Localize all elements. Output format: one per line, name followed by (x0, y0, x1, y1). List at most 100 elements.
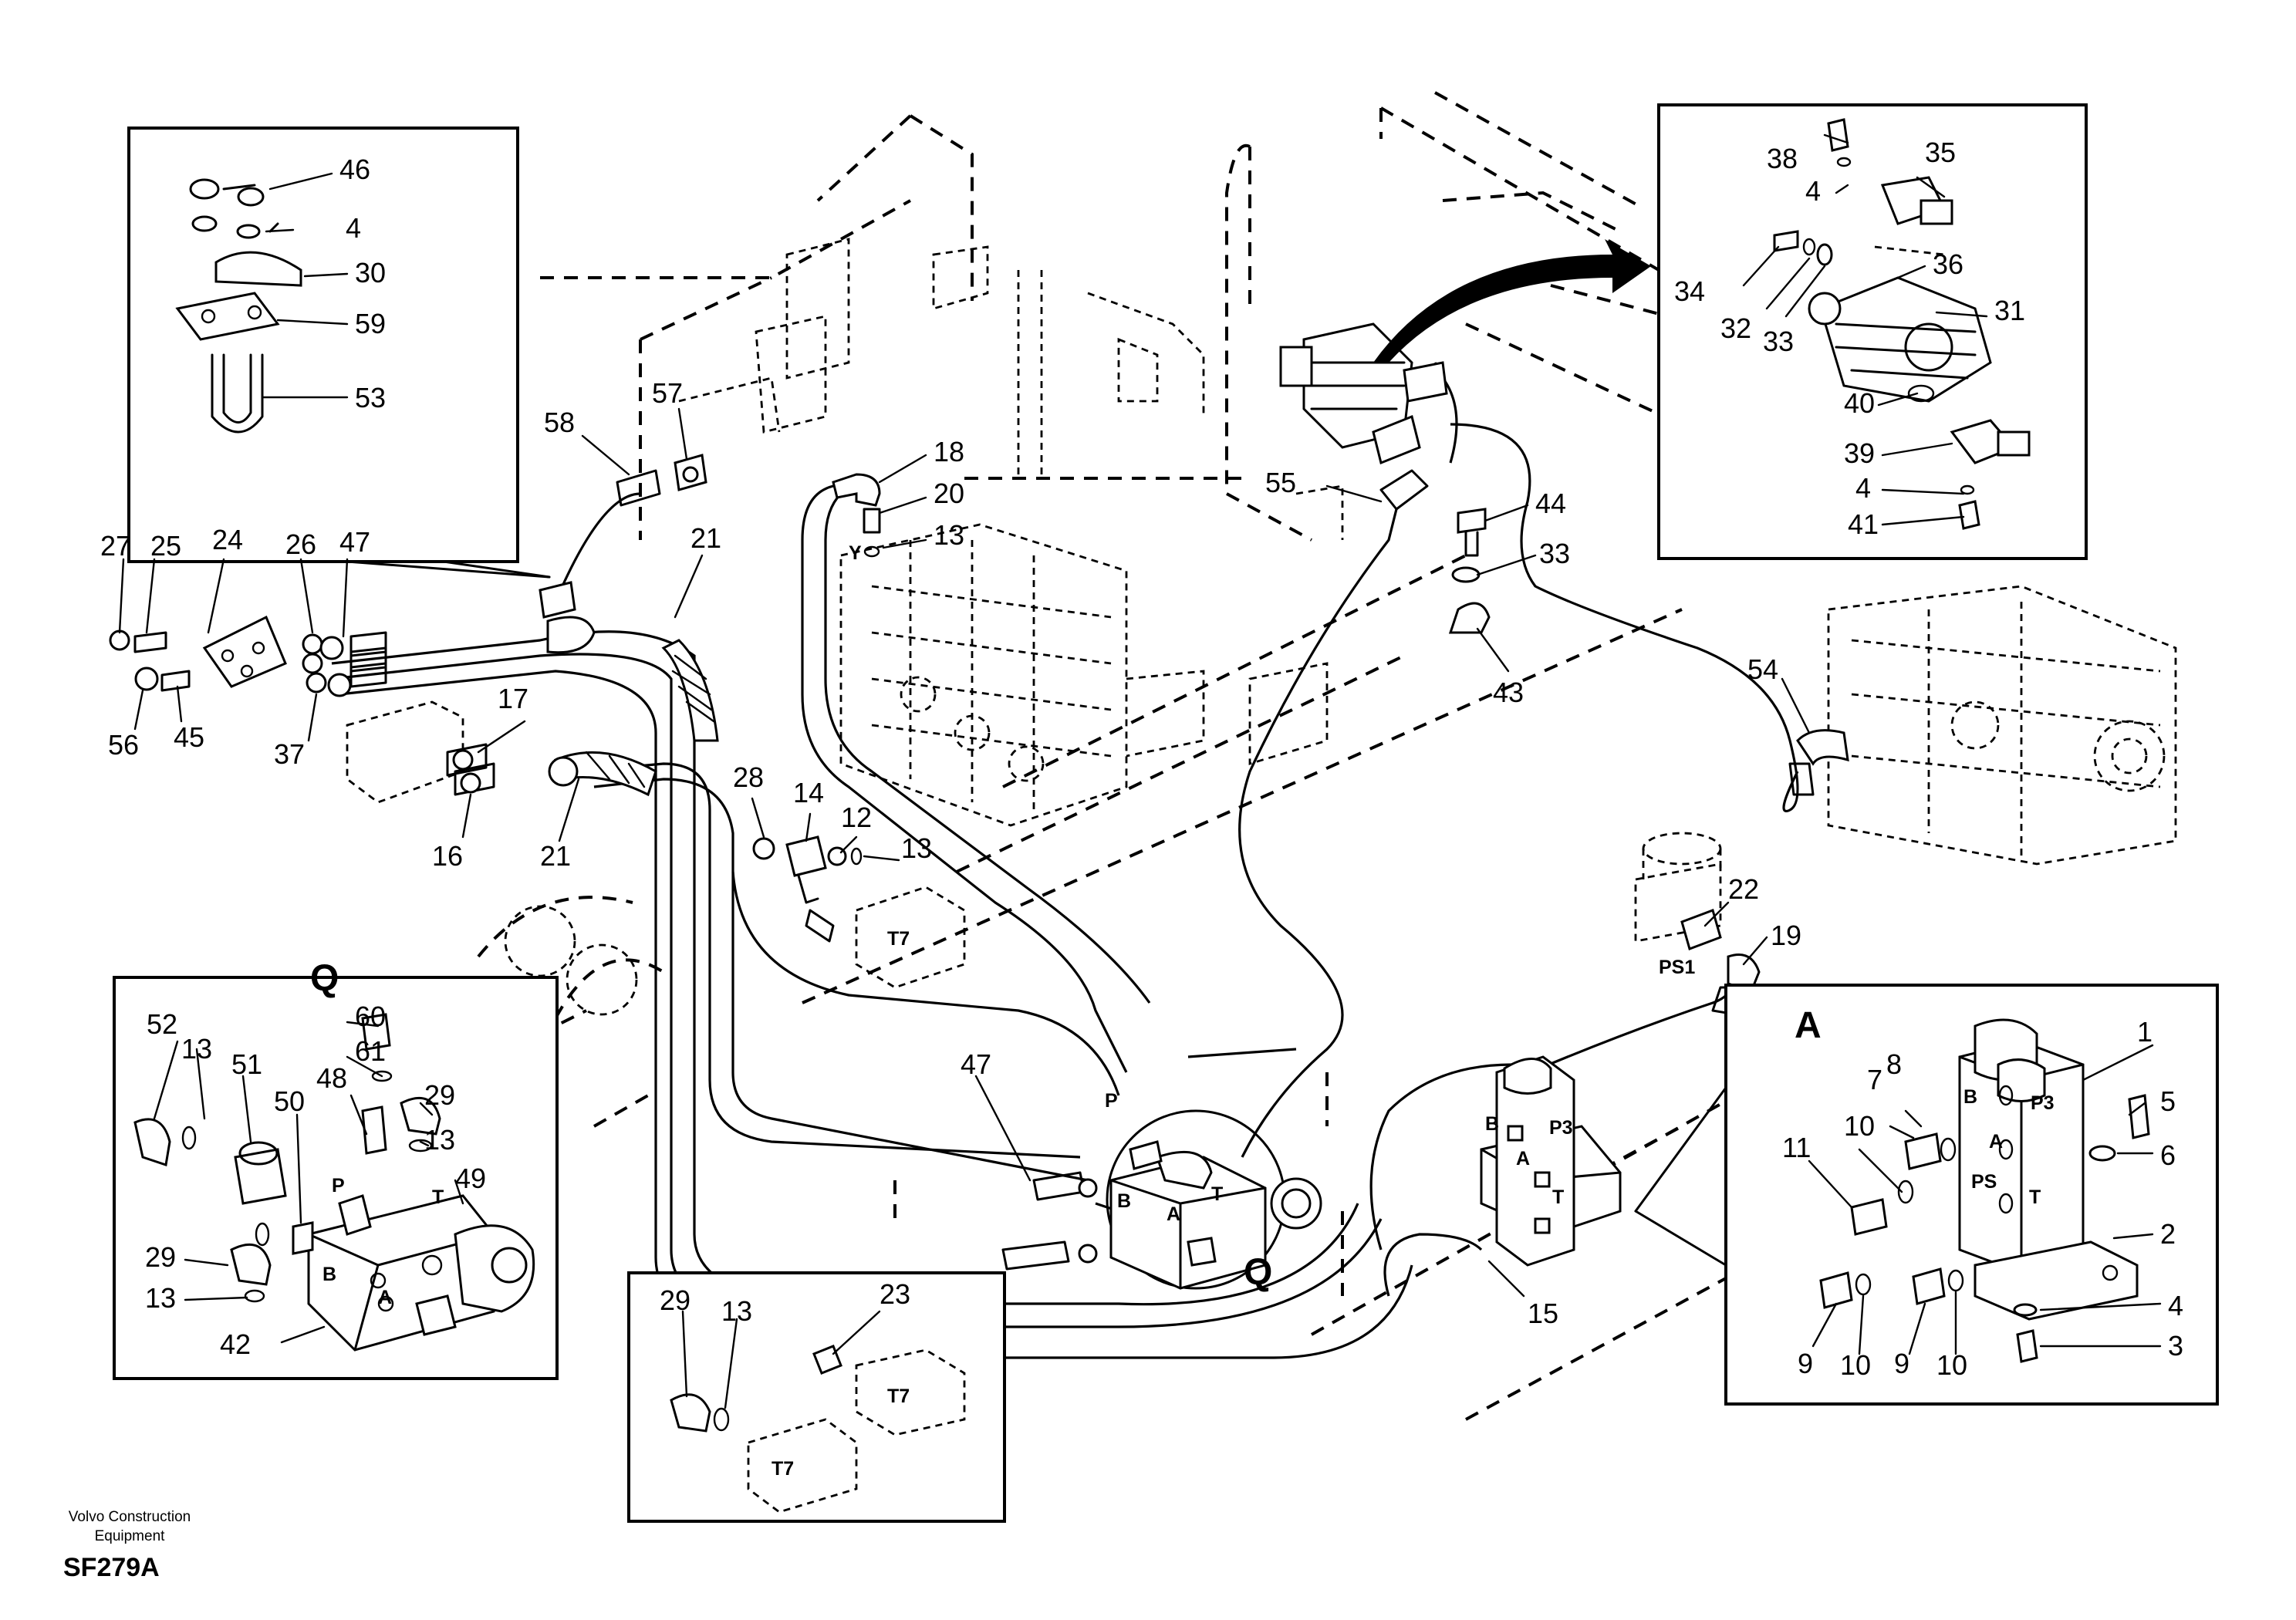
callout-13-q2: 13 (424, 1124, 455, 1156)
callout-52: 52 (147, 1008, 177, 1040)
footer: Volvo Construction Equipment SF279A (63, 1509, 191, 1582)
callout-43: 43 (1493, 677, 1524, 708)
main-control-valve (839, 523, 1205, 827)
view-a-title: A (1795, 1005, 1822, 1046)
callout-13-q1: 13 (181, 1033, 212, 1065)
callout-61: 61 (355, 1035, 386, 1067)
port-label-t7-main: T7 (887, 928, 910, 950)
callout-41: 41 (1848, 508, 1879, 540)
callout-42: 42 (220, 1328, 251, 1360)
port-label-b-main: B (1117, 1190, 1131, 1212)
callout-50: 50 (274, 1085, 305, 1117)
callout-13-mid: 13 (901, 832, 932, 864)
port-label-p-main: P (1105, 1090, 1118, 1112)
port-label-a-main: A (1167, 1203, 1180, 1225)
port-label-a-q: A (378, 1287, 392, 1308)
port-label-a-a: A (1989, 1131, 2003, 1153)
company-name-line2: Equipment (95, 1528, 166, 1544)
callout-54: 54 (1747, 653, 1778, 685)
port-label-b-valve: B (1485, 1113, 1499, 1135)
callout-37: 37 (274, 738, 305, 770)
callout-12: 12 (841, 802, 872, 833)
callout-47: 47 (339, 526, 370, 558)
callout-29-q1: 29 (424, 1079, 455, 1111)
callout-4-lower: 4 (1855, 472, 1871, 504)
port-labels: Q A Q P T B A P B A T B P3 A T B P3 A PS… (310, 542, 2055, 1480)
callout-45: 45 (174, 721, 204, 753)
callout-49: 49 (455, 1163, 486, 1194)
port-label-b-a: B (1963, 1086, 1977, 1108)
port-label-a-valve: A (1516, 1148, 1530, 1169)
callout-34: 34 (1674, 275, 1705, 307)
callout-44: 44 (1535, 488, 1566, 519)
view-q-title: Q (310, 958, 339, 999)
callout-20: 20 (934, 478, 964, 509)
callout-29-q2: 29 (145, 1241, 176, 1273)
callout-60: 60 (355, 1001, 386, 1032)
callout-22: 22 (1728, 873, 1759, 905)
callout-18: 18 (934, 436, 964, 467)
port-label-ps1: PS1 (1659, 957, 1695, 978)
view-q-marker: Q (1244, 1252, 1272, 1293)
callout-51: 51 (231, 1048, 262, 1080)
leader-lines (118, 133, 2162, 1409)
callout-15: 15 (1528, 1298, 1558, 1329)
callout-labels: 46 4 30 59 53 27 25 24 26 47 56 45 37 57… (100, 137, 2183, 1381)
port-label-t-q: T (432, 1186, 444, 1208)
port-label-p-q: P (332, 1175, 345, 1196)
callout-9-a2: 9 (1894, 1348, 1909, 1379)
callout-10-a1: 10 (1844, 1110, 1875, 1142)
callout-4-a: 4 (2168, 1290, 2183, 1321)
callout-53: 53 (355, 382, 386, 413)
callout-9-a1: 9 (1798, 1348, 1813, 1379)
callout-21-top: 21 (690, 522, 721, 554)
callout-17: 17 (498, 683, 528, 714)
callout-48: 48 (316, 1062, 347, 1094)
callout-4-pump: 4 (1805, 175, 1821, 207)
inset-detail-a (1634, 984, 2219, 1406)
callout-2: 2 (2160, 1218, 2176, 1250)
port-label-t-a: T (2029, 1186, 2041, 1208)
callout-46: 46 (339, 154, 370, 185)
port-label-t-valve: T (1552, 1186, 1564, 1208)
company-name-line1: Volvo Construction (69, 1509, 191, 1525)
callout-7: 7 (1867, 1064, 1882, 1095)
callout-24: 24 (212, 524, 243, 555)
callout-55: 55 (1265, 467, 1296, 498)
callout-14: 14 (793, 777, 824, 808)
callout-47-mid: 47 (961, 1048, 991, 1080)
callout-33-mid: 33 (1539, 538, 1570, 569)
callout-35: 35 (1925, 137, 1956, 168)
callout-59: 59 (355, 308, 386, 339)
callout-5: 5 (2160, 1085, 2176, 1117)
callout-10-a2: 10 (1840, 1349, 1871, 1381)
port-label-t-main: T (1211, 1183, 1223, 1205)
callout-19: 19 (1771, 920, 1801, 951)
callout-1: 1 (2137, 1016, 2152, 1048)
callout-10-a3: 10 (1936, 1349, 1967, 1381)
valve-a-installed (1480, 1055, 1622, 1267)
callout-6: 6 (2160, 1139, 2176, 1171)
fittings (109, 454, 1849, 1271)
callout-8: 8 (1886, 1048, 1902, 1080)
port-label-t7-box2: T7 (887, 1385, 910, 1407)
callout-56: 56 (108, 729, 139, 761)
port-label-p3-valve: P3 (1549, 1117, 1573, 1139)
callout-58: 58 (544, 407, 575, 438)
callout-13-top: 13 (934, 519, 964, 551)
callout-3: 3 (2168, 1330, 2183, 1362)
callout-29-box: 29 (660, 1284, 690, 1316)
inset-detail-q (113, 976, 559, 1380)
callout-33: 33 (1763, 326, 1794, 357)
callout-11: 11 (1782, 1132, 1811, 1163)
callout-23: 23 (880, 1278, 910, 1310)
callout-39: 39 (1844, 437, 1875, 469)
pilot-pump-installed (1279, 239, 1651, 465)
callout-57: 57 (652, 377, 683, 409)
port-label-p3-a: P3 (2031, 1092, 2055, 1114)
background-outlines (346, 91, 2177, 1421)
callout-25: 25 (150, 530, 181, 562)
callout-27: 27 (100, 530, 131, 562)
callout-4: 4 (346, 212, 361, 244)
